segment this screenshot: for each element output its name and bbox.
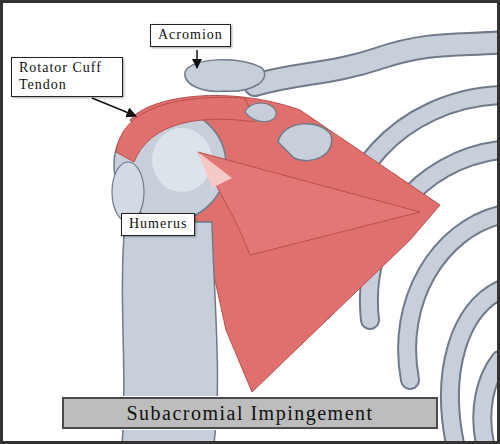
rotator-cuff-tendon: [116, 97, 255, 162]
label-text: Humerus: [129, 216, 187, 233]
label-text: Acromion: [158, 27, 223, 44]
title-text: Subacromial Impingement: [126, 402, 373, 425]
leader-arrow: [196, 50, 198, 68]
title-banner: Subacromial Impingement: [62, 397, 438, 429]
clavicle: [255, 42, 500, 85]
leader-arrow: [92, 98, 136, 116]
label-box: Humerus: [121, 213, 195, 236]
coracoid-process: [278, 124, 332, 161]
subscapularis-muscle: [198, 152, 420, 255]
label-box: Acromion: [150, 24, 231, 47]
label-box: Rotator Cuff Tendon: [11, 57, 123, 97]
tendon-highlight: [198, 152, 232, 188]
bone-knob: [245, 103, 276, 122]
label-text: Rotator Cuff Tendon: [19, 60, 115, 94]
